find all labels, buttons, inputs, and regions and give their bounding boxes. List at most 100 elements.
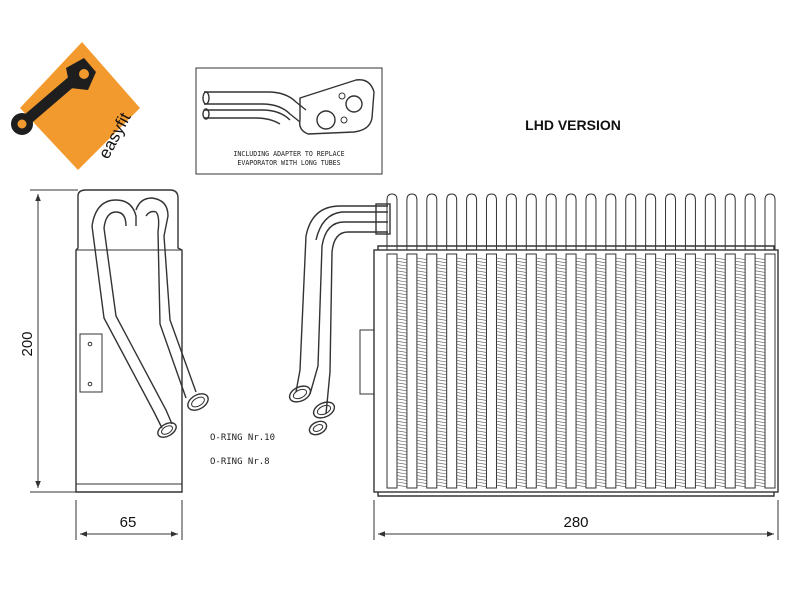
core-fin-line [595, 315, 606, 318]
core-fin-line [416, 344, 427, 347]
core-fin-line [516, 366, 527, 369]
core-fin-line [735, 328, 746, 331]
core-fin-line [556, 449, 567, 452]
core-fin-line [715, 366, 726, 369]
core-fin-line [695, 408, 706, 411]
core-fin-line [536, 484, 547, 488]
core-fin-line [635, 337, 646, 340]
core-fin-line [735, 363, 746, 366]
core-fin-line [655, 462, 666, 465]
core-fin-line [496, 427, 507, 430]
core-fin-line [476, 324, 487, 328]
core-fin-line [396, 321, 407, 324]
core-fin-line [556, 308, 567, 312]
core-fin-line [396, 449, 407, 452]
core-fin-line [396, 283, 407, 286]
core-fin-line [576, 334, 586, 337]
core-fin-line [755, 360, 766, 363]
core-fin-line [556, 424, 567, 427]
core-fin-line [516, 411, 527, 414]
core-fin-line [755, 462, 766, 465]
core-fin-line [595, 408, 606, 411]
core-fin-line [556, 427, 567, 430]
core-fin-line [516, 264, 527, 267]
core-fin-line [675, 363, 686, 366]
core-fin-line [516, 286, 527, 289]
core-fin-line [715, 417, 726, 420]
core-fin-line [576, 433, 586, 436]
core-fin-line [416, 392, 427, 395]
core-fin-line [615, 472, 626, 475]
core-fin-line [635, 360, 646, 363]
core-fin-line [655, 398, 666, 401]
core-fin-line [576, 379, 586, 382]
core-fin-line [516, 462, 527, 465]
core-fin-line [456, 353, 467, 356]
core-fin-line [516, 273, 527, 276]
core-fin-line [595, 257, 606, 260]
core-fin-line [576, 328, 586, 331]
core-tube-column [724, 253, 736, 489]
core-fin-line [556, 462, 567, 465]
core-fin-line [576, 468, 586, 472]
core-fin-line [416, 420, 427, 424]
core-fin-line [556, 280, 567, 283]
core-fin-line [556, 286, 567, 289]
core-fin-line [576, 436, 586, 440]
core-fin-line [595, 420, 606, 424]
core-fin-line [615, 443, 626, 446]
core-fin-line [595, 481, 606, 484]
core-fin-line [516, 299, 527, 302]
core-fin-line [595, 392, 606, 395]
core-fin-line [436, 360, 447, 363]
core-fin-line [735, 449, 746, 452]
core-fin-line [675, 459, 686, 462]
core-fin-line [396, 446, 407, 449]
core-fin-line [456, 289, 467, 292]
core-fin-line [595, 376, 606, 379]
core-fin-line [556, 340, 567, 344]
core-fin-line [536, 302, 547, 305]
core-fin-line [436, 280, 447, 283]
core-fin-line [715, 283, 726, 286]
core-fin-line [436, 270, 447, 273]
core-fin-line [576, 369, 586, 372]
core-fin-line [675, 376, 686, 379]
core-fin-line [516, 401, 527, 404]
core-fin-line [675, 430, 686, 433]
core-fin-line [695, 312, 706, 315]
core-fin-line [476, 369, 487, 372]
core-fin-line [496, 443, 507, 446]
core-fin-line [715, 337, 726, 340]
core-fin-line [416, 299, 427, 302]
core-fin-line [675, 318, 686, 321]
core-fin-line [755, 472, 766, 475]
core-fin-line [576, 417, 586, 420]
core-fin-line [715, 372, 726, 376]
core-fin-line [755, 312, 766, 315]
core-fin-line [456, 468, 467, 472]
core-fin-line [595, 353, 606, 356]
core-fin-line [416, 283, 427, 286]
core-fin-line [735, 366, 746, 369]
core-fin-line [675, 408, 686, 411]
core-fin-line [715, 286, 726, 289]
core-fin-line [456, 417, 467, 420]
core-fin-line [436, 324, 447, 328]
core-fin-line [436, 347, 447, 350]
core-fin-line [456, 369, 467, 372]
core-fin-line [496, 312, 507, 315]
core-fin-line [715, 296, 726, 299]
core-fin-line [556, 481, 567, 484]
core-fin-line [675, 443, 686, 446]
core-fin-line [595, 318, 606, 321]
core-fin-line [715, 369, 726, 372]
core-fin-line [556, 299, 567, 302]
core-fin-line [536, 424, 547, 427]
core-fin-line [695, 267, 706, 270]
core-fin-line [675, 328, 686, 331]
core-fin-line [695, 459, 706, 462]
core-fin-line [496, 468, 507, 472]
core-fin-line [635, 289, 646, 292]
core-fin-line [556, 334, 567, 337]
